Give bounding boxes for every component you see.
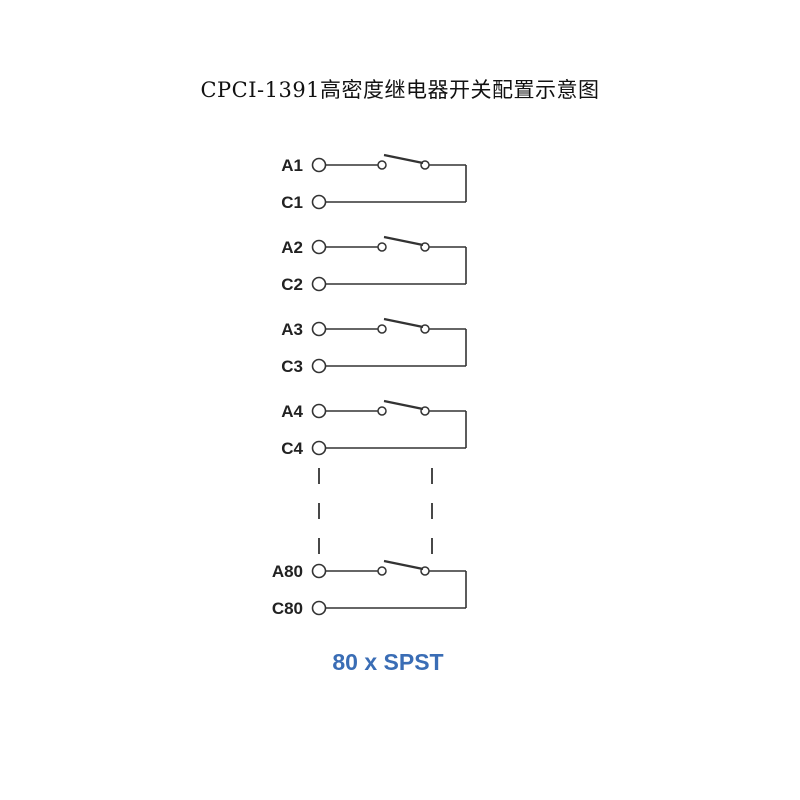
pin-label-a: A2: [281, 238, 303, 257]
contact-fixed: [377, 406, 387, 416]
switch-lever: [383, 399, 424, 411]
pin-label-a: A3: [281, 320, 303, 339]
contact-fixed: [377, 242, 387, 252]
contact-fixed: [377, 324, 387, 334]
pin-label-c: C2: [281, 275, 303, 294]
caption-80-spst: 80 x SPST: [332, 649, 443, 675]
terminal-a: [311, 321, 327, 337]
pin-label-a: A1: [281, 156, 303, 175]
terminal-c: [311, 440, 327, 456]
switch-lever: [383, 317, 424, 329]
switch-lever: [383, 153, 424, 165]
pin-label-c: C3: [281, 357, 303, 376]
pin-label-a: A80: [272, 562, 303, 581]
pin-label-c: C80: [272, 599, 303, 618]
terminal-c: [311, 276, 327, 292]
terminal-c: [311, 194, 327, 210]
terminal-c: [311, 600, 327, 616]
switch-lever: [383, 235, 424, 247]
page-title: CPCI-1391高密度继电器开关配置示意图: [200, 78, 600, 102]
terminal-c: [311, 358, 327, 374]
terminal-a: [311, 239, 327, 255]
contact-fixed: [377, 566, 387, 576]
pin-label-c: C1: [281, 193, 303, 212]
pin-label-c: C4: [281, 439, 303, 458]
terminal-a: [311, 157, 327, 173]
continuation-dashes: [318, 468, 433, 554]
pin-label-a: A4: [281, 402, 303, 421]
terminal-a: [311, 563, 327, 579]
terminal-a: [311, 403, 327, 419]
contact-fixed: [377, 160, 387, 170]
switch-lever: [383, 559, 424, 571]
